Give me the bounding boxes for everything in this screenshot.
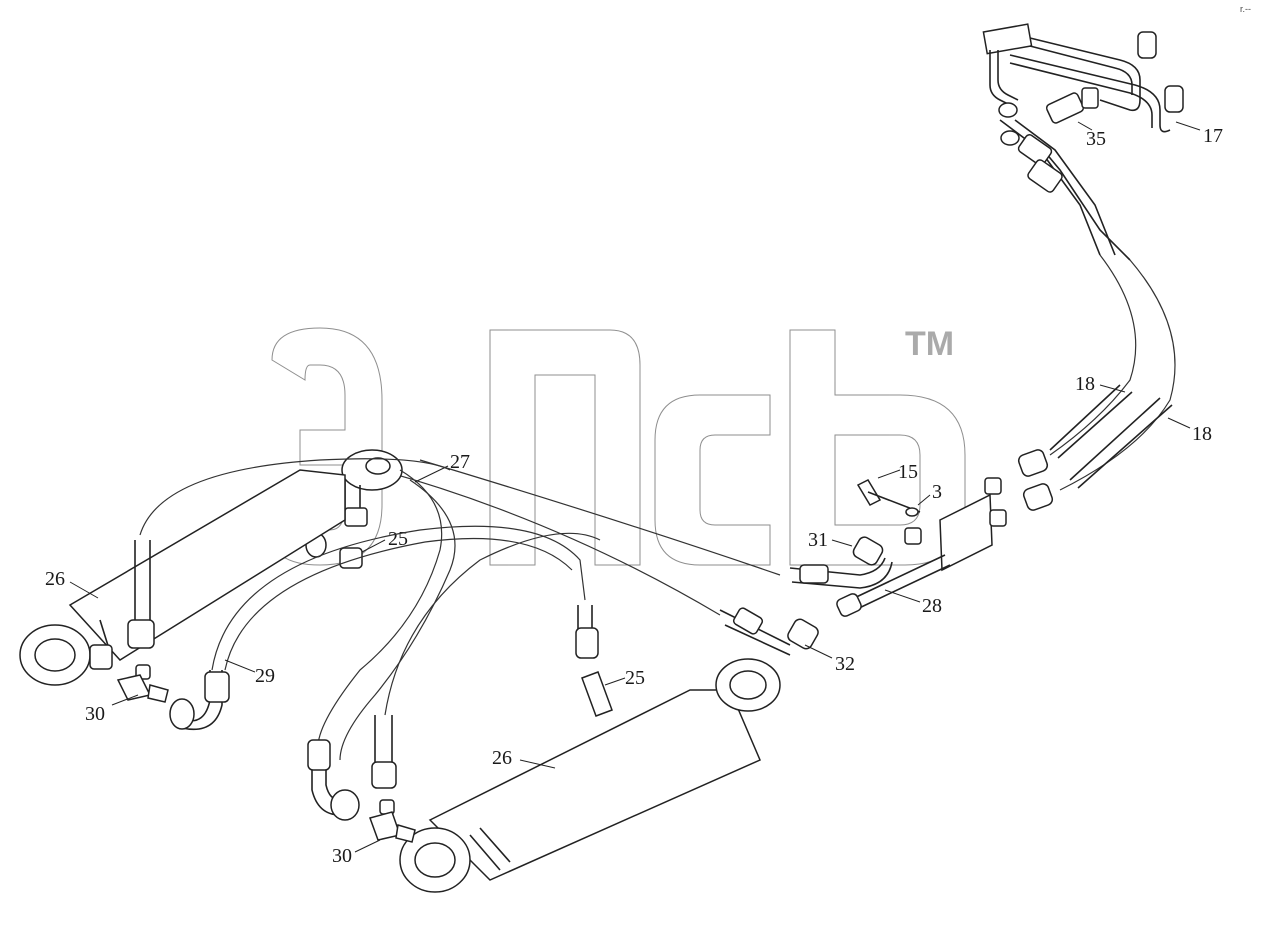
watermark-letter-3 <box>654 394 771 566</box>
hose-32 <box>379 469 833 659</box>
watermark-tm: TM <box>905 325 954 363</box>
watermark-letter-1 <box>269 327 383 566</box>
cylinder-26-upper <box>19 469 346 686</box>
watermark-letter-2 <box>489 329 641 566</box>
part-label-35: 35 <box>1086 128 1106 150</box>
part-label-18-upper: 18 <box>1075 373 1095 395</box>
part-label-26-upper: 26 <box>45 568 65 590</box>
fitting-30-lower <box>307 532 601 853</box>
part-label-28: 28 <box>922 595 942 617</box>
pipe-28 <box>836 554 951 617</box>
part-label-27: 27 <box>450 451 470 473</box>
mounting-plate <box>856 469 1007 572</box>
part-label-25-upper: 25 <box>388 528 408 550</box>
part-label-3: 3 <box>932 481 942 503</box>
part-label-17: 17 <box>1203 125 1223 147</box>
watermark-letter-4 <box>789 329 966 566</box>
hose-assembly-18 <box>1017 254 1191 511</box>
part-label-25-lower: 25 <box>625 667 645 689</box>
part-label-29: 29 <box>255 665 275 687</box>
watermark: TM <box>269 325 966 566</box>
part-label-18-lower: 18 <box>1192 423 1212 445</box>
fitting-25-lower <box>575 605 626 717</box>
hose-assembly-29 <box>111 458 586 730</box>
pipe-assembly-17 <box>982 23 1201 261</box>
corner-mark: r.-- <box>1240 4 1251 14</box>
cylinder-26-lower <box>399 658 781 893</box>
hose-31 <box>419 459 893 589</box>
part-label-30-upper: 30 <box>85 703 105 725</box>
part-label-26-lower: 26 <box>492 747 512 769</box>
part-label-32: 32 <box>835 653 855 675</box>
part-label-15: 15 <box>898 461 918 483</box>
part-label-31: 31 <box>808 529 828 551</box>
part-label-30-lower: 30 <box>332 845 352 867</box>
